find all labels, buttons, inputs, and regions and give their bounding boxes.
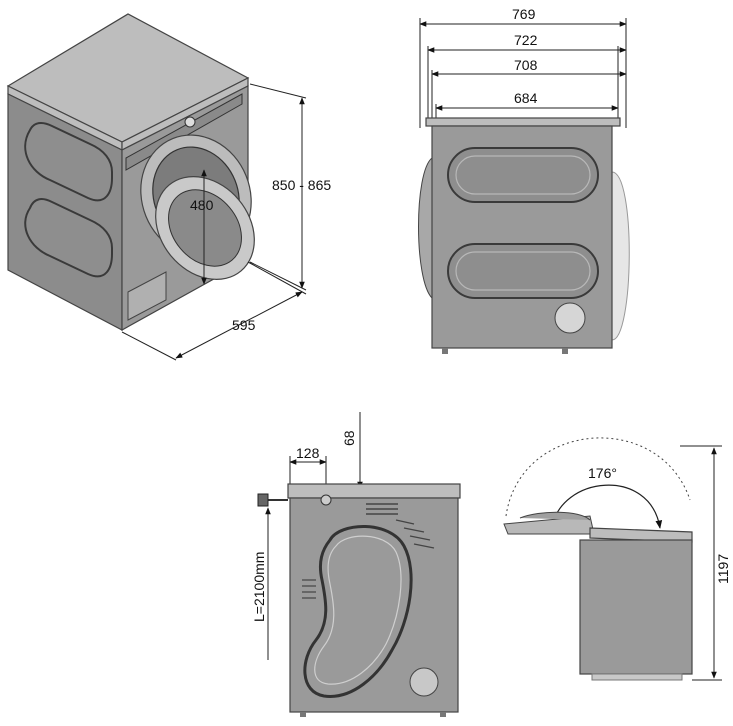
depth-684-label: 684 bbox=[514, 90, 538, 106]
offset-68-label: 68 bbox=[341, 430, 357, 446]
depth-722-label: 722 bbox=[514, 32, 538, 48]
door-opening-label: 480 bbox=[190, 197, 214, 213]
door-angle-arc bbox=[549, 484, 663, 529]
side-recess-lower-2 bbox=[447, 243, 599, 299]
side-top-strip bbox=[425, 117, 621, 127]
plug-icon bbox=[257, 493, 269, 507]
side-view: 769 722 708 684 bbox=[418, 6, 630, 354]
side-recess-upper bbox=[24, 121, 113, 202]
door-angle-label: 176° bbox=[588, 465, 617, 481]
isometric-view: 850 - 865 595 480 bbox=[6, 13, 331, 361]
depth-769-label: 769 bbox=[512, 6, 536, 22]
cable-length-label: L=2100mm bbox=[251, 552, 267, 622]
offset-128-label: 128 bbox=[296, 445, 320, 461]
rear-view: 128 68 L=2100mm bbox=[251, 412, 461, 717]
depth-708-label: 708 bbox=[514, 57, 538, 73]
depth-dimension-line bbox=[175, 291, 303, 359]
rear-top-strip bbox=[287, 483, 461, 499]
drain-hatch-icon bbox=[409, 667, 439, 697]
condenser-duct bbox=[303, 524, 413, 698]
side-recess-lower bbox=[24, 198, 113, 278]
open-body bbox=[579, 539, 693, 675]
height-open-door-label: 1197 bbox=[715, 554, 731, 584]
filter-flap bbox=[127, 271, 167, 321]
cord-outlet-icon bbox=[320, 494, 332, 506]
program-knob bbox=[184, 116, 196, 128]
height-range-label: 850 - 865 bbox=[272, 177, 331, 193]
rear-vent-slats bbox=[366, 503, 435, 549]
side-recess-upper-2 bbox=[447, 147, 599, 203]
side-vent-icon bbox=[554, 302, 586, 334]
depth-front-label: 595 bbox=[232, 317, 256, 333]
door-swing-arc bbox=[505, 437, 691, 517]
door-open-view: 176° 1197 bbox=[503, 437, 731, 681]
